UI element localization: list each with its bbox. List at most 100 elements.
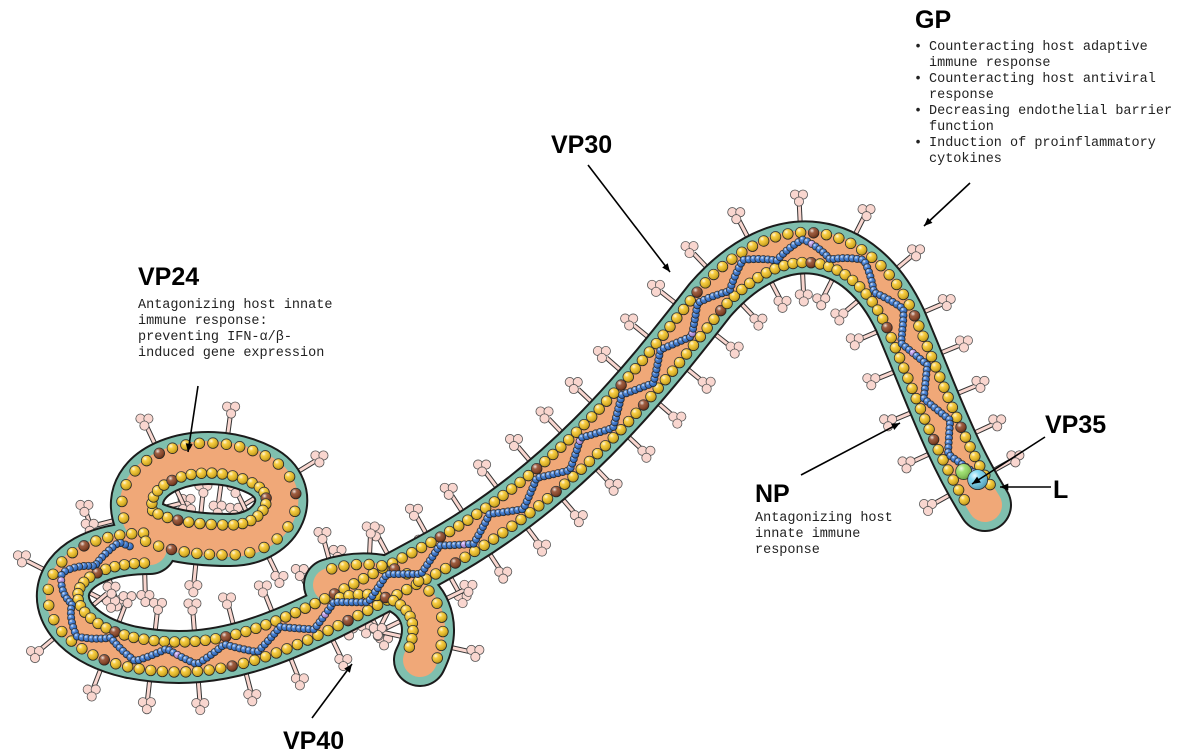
vp40-matrix-protein [229, 549, 241, 561]
vp40-matrix-protein [271, 533, 283, 545]
vp40-matrix-protein [227, 519, 240, 531]
vp40-matrix-protein [666, 365, 679, 377]
vp40-matrix-protein [129, 465, 141, 477]
vp40-matrix-protein [497, 489, 509, 502]
vp40-matrix-protein [600, 395, 613, 407]
vp40-matrix-protein [919, 413, 931, 425]
vp40-matrix-protein [289, 505, 301, 518]
vp24-protein [637, 399, 650, 411]
vp40-matrix-protein [319, 593, 331, 605]
vp40-matrix-protein [191, 665, 204, 677]
glycoprotein-spike [830, 299, 860, 326]
vp40-matrix-protein [906, 382, 918, 395]
vp40-matrix-protein [403, 641, 416, 653]
vp40-matrix-protein [183, 516, 195, 528]
vp40-matrix-protein [179, 636, 191, 648]
vp40-matrix-protein [226, 470, 239, 482]
vp40-matrix-protein [362, 604, 374, 617]
gp-function-item: Counteracting host antiviral response [912, 72, 1197, 104]
vp40-matrix-protein [497, 527, 509, 539]
vp24-protein [220, 631, 232, 643]
vp40-matrix-protein [302, 634, 314, 646]
glycoprotein-spike [313, 527, 332, 559]
glycoprotein-spike [266, 556, 289, 588]
vp40-matrix-protein [608, 387, 620, 399]
vp40-matrix-protein [248, 654, 261, 666]
vp40-matrix-protein [575, 463, 587, 475]
vp40-matrix-protein [471, 508, 483, 520]
vp40-matrix-protein [178, 546, 190, 558]
vp40-matrix-protein [203, 548, 216, 561]
glycoprotein-spike [488, 553, 513, 584]
vp40-arrow [311, 663, 353, 719]
glycoprotein-spike [451, 644, 485, 662]
vp40-matrix-protein [787, 257, 799, 270]
vp40-matrix-protein [643, 346, 656, 358]
vp40-matrix-protein [237, 657, 250, 670]
vp40-matrix-protein [903, 299, 915, 311]
glycoprotein-spike [862, 369, 895, 391]
vp40-matrix-protein [357, 573, 370, 585]
vp40-matrix-protein [348, 578, 360, 590]
vp40-matrix-protein [246, 444, 259, 457]
vp40-matrix-protein [736, 246, 748, 259]
vp40-matrix-protein [760, 267, 773, 279]
glycoprotein-spike [191, 682, 210, 716]
np-nucleocapsid [572, 445, 581, 454]
glycoprotein-spike [445, 579, 478, 601]
glycoprotein-spike [288, 658, 309, 691]
vp40-matrix-protein [191, 547, 203, 560]
vp24-protein [550, 485, 562, 498]
vp40-matrix-protein [203, 664, 215, 676]
vp40-matrix-protein [898, 362, 910, 374]
vp40-matrix-protein [259, 651, 272, 663]
glycoprotein-spike [845, 329, 878, 351]
vp40-matrix-protein [145, 664, 157, 677]
vp40-matrix-protein [563, 434, 575, 446]
vp40-matrix-protein [487, 533, 500, 545]
vp40-matrix-protein [133, 663, 145, 675]
vp40-matrix-protein [558, 478, 571, 490]
vp30-label: VP30 [551, 131, 613, 159]
glycoprotein-spike [148, 597, 167, 630]
vp40-matrix-protein [578, 418, 590, 431]
glycoprotein-spike [183, 598, 202, 631]
vp40-matrix-protein [664, 320, 676, 333]
vp40-matrix-protein [923, 423, 935, 436]
vp24-protein [166, 474, 178, 487]
vp40-matrix-protein [168, 636, 181, 648]
vp40-matrix-protein [934, 371, 946, 383]
vp40-matrix-protein [139, 535, 152, 547]
vp40-matrix-protein [897, 288, 909, 301]
vp40-matrix-protein [932, 444, 944, 456]
glycoprotein-spike [789, 189, 808, 222]
vp40-matrix-protein [100, 622, 112, 634]
vp40-matrix-protein [166, 442, 179, 454]
vp40-matrix-protein [240, 625, 252, 638]
vp40-matrix-protein [570, 426, 583, 438]
vp40-matrix-protein [533, 500, 545, 512]
glycoprotein-spikes [12, 189, 1025, 716]
glycoprotein-spike [769, 281, 792, 313]
vp40-matrix-protein [283, 471, 296, 483]
vp40-matrix-protein [505, 483, 518, 495]
vp40-matrix-protein [205, 518, 217, 531]
vp40-matrix-protein [925, 351, 938, 363]
np-nucleocapsid [373, 584, 382, 593]
vp40-matrix-protein [820, 228, 833, 241]
vp40-matrix-protein [636, 354, 649, 367]
vp24-protein [98, 654, 110, 666]
glycoprotein-spike [595, 467, 623, 496]
glycoprotein-spike [330, 639, 353, 672]
vp40-matrix-protein [206, 467, 218, 479]
glycoprotein-spike [879, 410, 912, 432]
vp40-matrix-protein [363, 558, 375, 571]
glycoprotein-spike [525, 526, 552, 557]
glycoprotein-spike [116, 591, 137, 623]
vp40-matrix-protein [56, 625, 68, 638]
np-nucleocapsid [194, 659, 203, 668]
vp40-matrix-protein [593, 403, 605, 415]
vp40-matrix-protein [168, 666, 180, 678]
vp40-matrix-protein [110, 658, 122, 670]
